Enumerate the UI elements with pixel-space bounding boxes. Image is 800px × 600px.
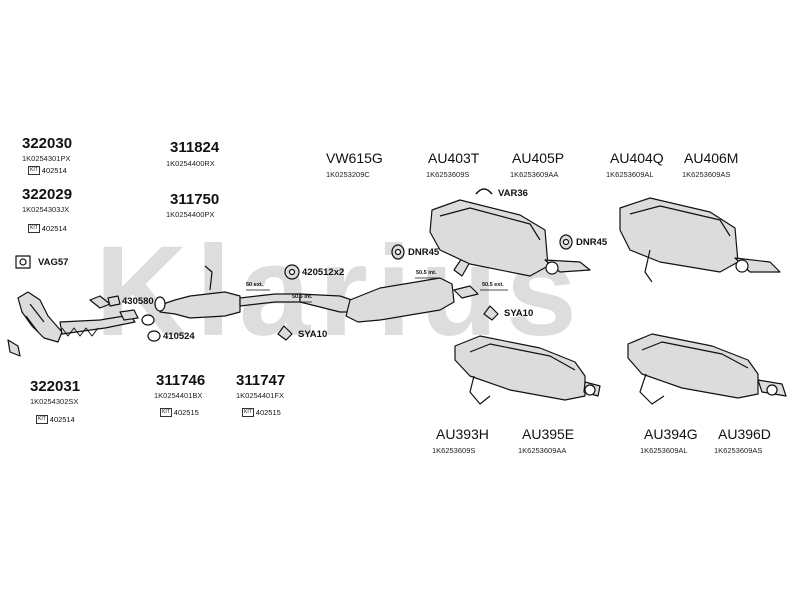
oem-number: 1K0254303JX — [22, 205, 70, 214]
accessory-label-var36: VAR36 — [498, 188, 528, 199]
kit-icon: KIT — [160, 408, 172, 417]
kit-icon: KIT — [28, 224, 40, 233]
dimension-label: 50.5 ext. — [482, 282, 504, 288]
oem-number: 1K0254400PX — [166, 210, 215, 219]
bracket-icon-sya10-left — [277, 325, 293, 341]
kit-number-text: 402514 — [49, 414, 75, 424]
oem-number: 1K0254401FX — [236, 391, 284, 400]
oem-number: 1K6253609AA — [510, 170, 559, 179]
hanger-icon-var36 — [475, 188, 493, 195]
part-number-322031: 322031 — [30, 378, 81, 395]
part-number-au396d: AU396D — [718, 426, 771, 442]
oem-number: 1K0254401BX — [154, 391, 203, 400]
dimension-label: 50.5 int. — [416, 270, 437, 276]
part-number-au403t: AU403T — [428, 150, 480, 166]
rear-muffler-au394g — [627, 333, 787, 405]
part-number-au395e: AU395E — [522, 426, 575, 442]
part-number-322030: 322030 — [22, 135, 73, 152]
oem-number: 1K6253609AS — [682, 170, 731, 179]
part-number-au404q: AU404Q — [610, 150, 664, 166]
vag57-icon — [15, 255, 31, 269]
kit-number-text: 402514 — [41, 223, 67, 233]
accessory-label-sya10: SYA10 — [504, 308, 534, 319]
gasket-icon-410524 — [147, 330, 161, 342]
accessory-label-410524: 410524 — [163, 331, 195, 342]
middle-catalyst — [141, 265, 301, 326]
dimension-label: 50 ext. — [246, 282, 264, 288]
kit-icon: KIT — [28, 166, 40, 175]
part-number-au405p: AU405P — [512, 150, 565, 166]
rubber-mount-icon-dnr45-right — [559, 234, 573, 250]
kit-number-text: 402515 — [255, 407, 281, 417]
front-pipe — [59, 295, 139, 337]
part-number-au394g: AU394G — [644, 426, 698, 442]
rear-muffler-au393h — [454, 335, 601, 405]
part-number-311824: 311824 — [170, 139, 220, 156]
part-number-au406m: AU406M — [684, 150, 739, 166]
part-number-311746: 311746 — [156, 372, 206, 389]
part-number-au393h: AU393H — [436, 426, 489, 442]
catalytic-converter-front — [7, 291, 63, 357]
oem-number: 1K0254301PX — [22, 154, 71, 163]
part-number-311747: 311747 — [236, 372, 286, 389]
part-number-311750: 311750 — [170, 191, 220, 208]
rear-muffler-au404q — [619, 197, 781, 283]
dimension-label: 50.5 int. — [292, 294, 313, 300]
oem-number: 1K6253609AL — [640, 446, 688, 455]
rear-muffler-au403t — [429, 199, 591, 277]
clamp-icon-430580 — [107, 295, 121, 307]
rubber-mount-icon-dnr45-left — [391, 244, 405, 260]
middle-muffler — [299, 257, 479, 323]
rubber-mount-icon-420512 — [284, 264, 300, 280]
oem-number: 1K6253609AL — [606, 170, 654, 179]
kit-icon: KIT — [242, 408, 254, 417]
accessory-label-dnr45: DNR45 — [576, 237, 608, 248]
part-number-322029: 322029 — [22, 186, 73, 203]
oem-number: 1K6253609AA — [518, 446, 567, 455]
accessory-label-dnr45: DNR45 — [408, 247, 440, 258]
oem-number: 1K6253609S — [426, 170, 470, 179]
oem-number: 1K0253209C — [326, 170, 370, 179]
accessory-label-vag57: VAG57 — [38, 257, 69, 268]
oem-number: 1K0254302SX — [30, 397, 79, 406]
accessory-label-420512: 420512x2 — [302, 267, 345, 278]
kit-number-text: 402515 — [173, 407, 199, 417]
accessory-label-430580: 430580 — [122, 296, 154, 307]
oem-number: 1K6253609AS — [714, 446, 763, 455]
oem-number: 1K6253609S — [432, 446, 476, 455]
bracket-icon-sya10-right — [483, 305, 499, 321]
oem-number: 1K0254400RX — [166, 159, 215, 168]
kit-number-text: 402514 — [41, 165, 67, 175]
accessory-label-sya10: SYA10 — [298, 329, 328, 340]
part-number-vw615g: VW615G — [326, 150, 383, 166]
kit-icon: KIT — [36, 415, 48, 424]
